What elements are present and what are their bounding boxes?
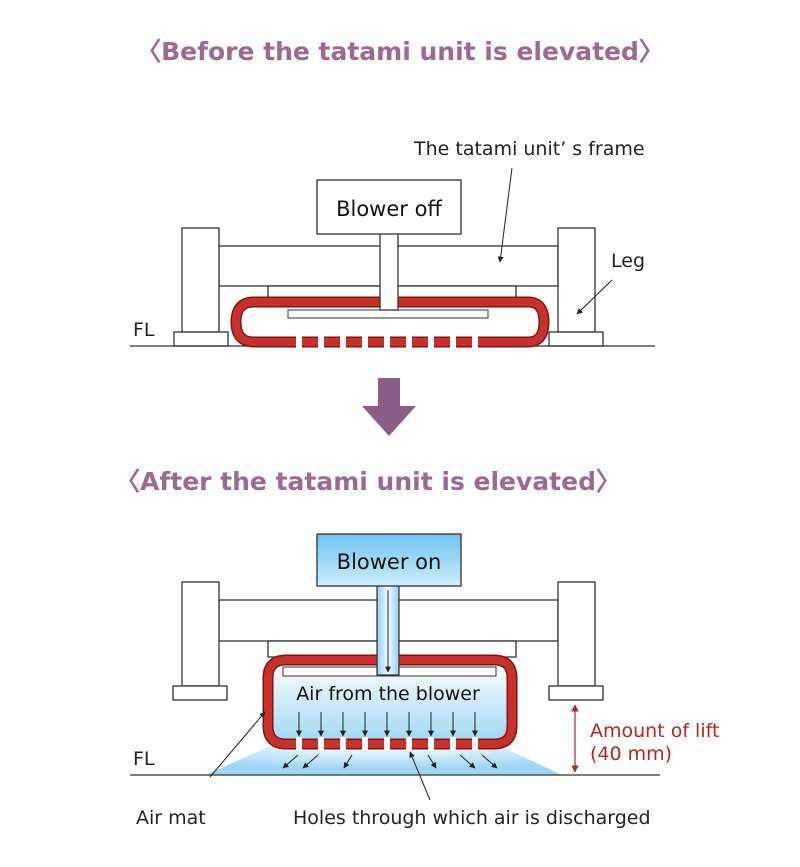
after-discharge-arrows (282, 754, 498, 769)
before-leg-label: Leg (611, 250, 645, 272)
before-title: 〈Before the tatami unit is elevated〉 (136, 37, 664, 66)
before-leg-left (181, 227, 220, 333)
before-blower-pipe (379, 231, 399, 311)
transition-down-arrow (362, 378, 416, 436)
after-foot-left (172, 685, 228, 701)
after-downward-air-arrows (296, 712, 478, 737)
after-title: 〈After the tatami unit is elevated〉 (115, 467, 621, 496)
before-blower-box (316, 179, 462, 235)
before-floor-label: FL (133, 319, 155, 341)
after-holes-label: Holes through which air is discharged (293, 807, 651, 829)
after-airmat-label: Air mat (136, 807, 206, 829)
after-leg-right (557, 581, 596, 687)
before-blower-label: Blower off (336, 197, 442, 221)
after-foot-right (548, 685, 604, 701)
after-blower-label: Blower on (337, 550, 442, 574)
after-blower-box (316, 533, 462, 587)
after-airmat-pointer (209, 711, 266, 778)
before-foot-left (173, 331, 229, 347)
before-foot-right (548, 331, 604, 347)
before-frame-label: The tatami unit’ s frame (413, 138, 645, 160)
after-leg-left (181, 581, 220, 687)
after-holes-pointer (409, 751, 431, 801)
before-frame-pointer (497, 167, 513, 263)
after-air-label: Air from the blower (296, 683, 480, 705)
before-leg-right (557, 227, 596, 333)
after-lift-label-line2: (40 mm) (590, 743, 672, 765)
before-leg-pointer (576, 279, 613, 315)
after-lift-label-line1: Amount of lift (590, 720, 719, 742)
after-floor-label: FL (133, 748, 155, 770)
